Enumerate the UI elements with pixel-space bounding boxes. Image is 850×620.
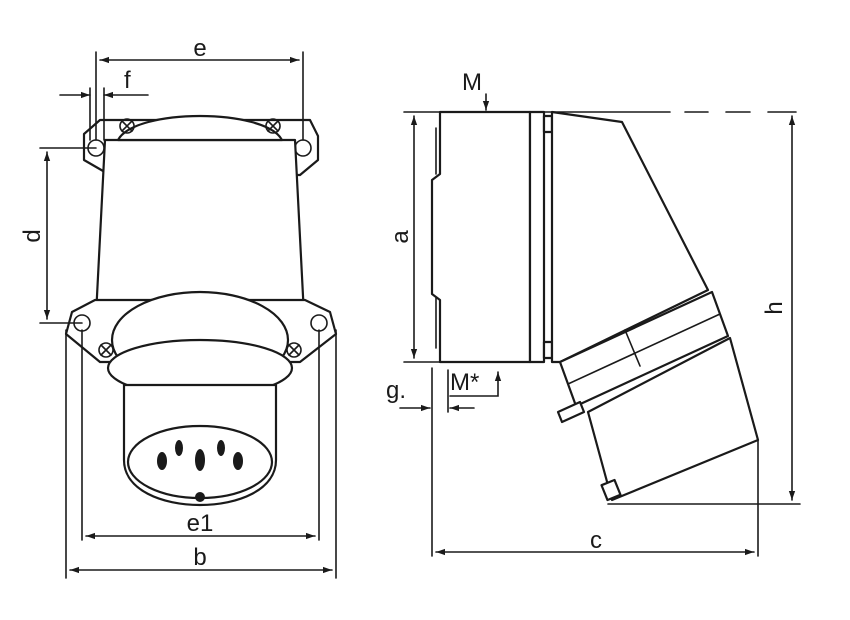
dim-d-extensions <box>39 147 97 324</box>
screw-top-left <box>119 118 135 134</box>
latch-tab <box>556 400 586 424</box>
collar-seam <box>624 329 641 367</box>
side-clip-bottom <box>542 340 554 360</box>
dim-label-m: M <box>462 69 482 96</box>
dim-label-b: b <box>193 544 206 571</box>
screw-bottom-right <box>286 342 302 358</box>
collar-line <box>567 313 721 385</box>
angled-housing <box>550 110 710 364</box>
plug-pins <box>157 440 243 502</box>
wall-plate <box>430 110 532 364</box>
dim-label-a: a <box>387 230 414 244</box>
front-view: e f d e1 b <box>19 35 338 579</box>
dim-label-h: h <box>761 301 788 314</box>
dim-b-extensions <box>65 329 337 579</box>
dim-m-star-arrow <box>449 371 502 397</box>
dim-e-extensions <box>95 51 304 141</box>
side-clip-top <box>542 114 554 134</box>
screw-top-right <box>265 118 281 134</box>
dim-label-e1: e1 <box>187 510 214 537</box>
dim-label-e: e <box>193 35 206 62</box>
side-flange <box>528 110 546 364</box>
side-view: M a h g. M* c <box>386 69 801 557</box>
dim-label-m-star: M* <box>450 369 479 396</box>
plug-latch <box>600 478 622 502</box>
dim-label-f: f <box>124 67 131 94</box>
screw-bottom-left <box>98 342 114 358</box>
dim-label-c: c <box>590 527 602 554</box>
dim-label-d: d <box>19 229 46 242</box>
dim-e1-extensions <box>81 329 320 541</box>
dim-label-g: g. <box>386 377 406 404</box>
